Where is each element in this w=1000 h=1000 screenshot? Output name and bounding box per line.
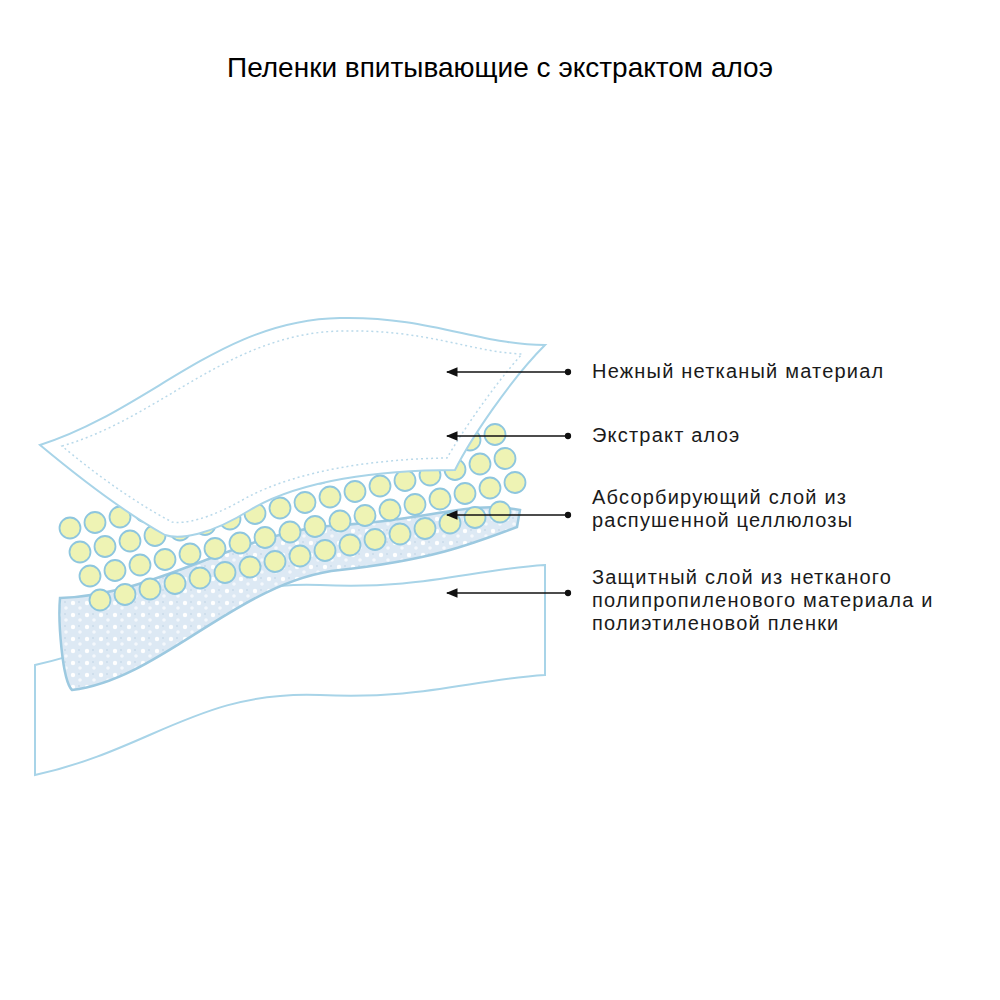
aloe-bead xyxy=(80,566,101,587)
aloe-bead xyxy=(455,483,476,504)
aloe-bead xyxy=(85,512,106,533)
aloe-bead xyxy=(480,478,501,499)
aloe-bead xyxy=(265,551,286,572)
cellulose-layer xyxy=(60,507,521,690)
aloe-bead xyxy=(130,555,151,576)
aloe-bead xyxy=(180,544,201,565)
aloe-bead xyxy=(390,524,411,545)
aloe-bead xyxy=(495,448,516,469)
aloe-bead xyxy=(380,500,401,521)
aloe-bead xyxy=(465,507,486,528)
leader-dot xyxy=(566,513,571,518)
aloe-bead xyxy=(270,498,291,519)
aloe-bead xyxy=(345,481,366,502)
aloe-bead xyxy=(120,531,141,552)
aloe-bead xyxy=(90,590,111,611)
aloe-bead xyxy=(485,424,506,445)
callout-label: Защитный слой из нетканого полипропилено… xyxy=(592,566,990,635)
aloe-bead xyxy=(415,518,436,539)
aloe-bead xyxy=(395,470,416,491)
aloe-bead xyxy=(95,536,116,557)
aloe-bead xyxy=(315,540,336,561)
aloe-bead xyxy=(155,549,176,570)
leader-dot xyxy=(566,591,571,596)
leader-line xyxy=(447,371,567,372)
aloe-bead xyxy=(355,505,376,526)
aloe-bead xyxy=(105,560,126,581)
leader-line xyxy=(447,592,567,593)
aloe-bead xyxy=(430,489,451,510)
aloe-bead xyxy=(505,472,526,493)
aloe-bead xyxy=(405,494,426,515)
aloe-bead xyxy=(340,535,361,556)
aloe-bead xyxy=(290,546,311,567)
callout-label: Нежный нетканый материал xyxy=(592,360,972,383)
callout-label: Абсорбирующий слой из распушенной целлюл… xyxy=(592,486,952,532)
leader-dot xyxy=(566,370,571,375)
aloe-bead xyxy=(115,584,136,605)
aloe-bead xyxy=(295,492,316,513)
leader-line xyxy=(447,435,567,436)
leader-line xyxy=(447,514,567,515)
aloe-bead xyxy=(490,502,511,523)
title: Пеленки впитывающие с экстрактом алоэ xyxy=(0,52,1000,84)
aloe-bead xyxy=(365,529,386,550)
aloe-bead xyxy=(255,527,276,548)
aloe-bead xyxy=(470,454,491,475)
top-sheet-stitch xyxy=(62,331,522,523)
aloe-bead xyxy=(215,562,236,583)
aloe-bead xyxy=(240,557,261,578)
aloe-bead xyxy=(60,518,81,539)
callout-label: Экстракт алоэ xyxy=(592,424,972,447)
aloe-bead xyxy=(165,573,186,594)
aloe-bead xyxy=(70,542,91,563)
aloe-bead xyxy=(330,511,351,532)
aloe-bead xyxy=(305,516,326,537)
aloe-bead xyxy=(140,579,161,600)
aloe-bead xyxy=(320,487,341,508)
leader-dot xyxy=(566,434,571,439)
top-sheet xyxy=(40,318,545,537)
aloe-bead xyxy=(205,538,226,559)
leader-lines xyxy=(447,370,571,596)
aloe-bead xyxy=(190,568,211,589)
aloe-bead xyxy=(280,522,301,543)
aloe-bead xyxy=(370,476,391,497)
aloe-bead xyxy=(230,533,251,554)
